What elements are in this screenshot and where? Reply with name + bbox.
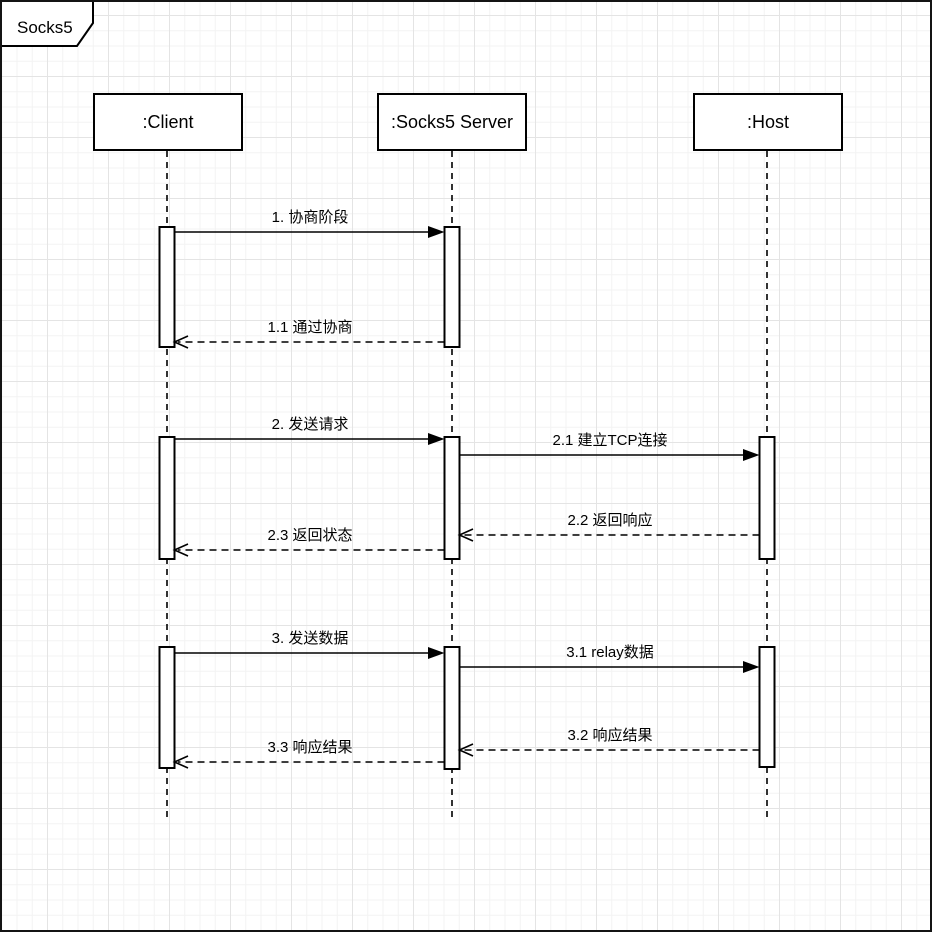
- message-label-2-2: 2.2 返回响应: [567, 512, 653, 529]
- message-label-3-2: 3.2 响应结果: [567, 727, 653, 744]
- message-arrow-2-3[interactable]: [172, 543, 445, 557]
- participant-socks5-server-label: :Socks5 Server: [390, 111, 514, 132]
- participant-client-label: :Client: [142, 111, 194, 132]
- message-arrow-1-1[interactable]: [172, 335, 445, 349]
- message-label-2: 2. 发送请求: [271, 416, 349, 433]
- arrowhead-open: [172, 543, 189, 557]
- message-arrow-3-1[interactable]: [459, 661, 760, 673]
- message-arrow-3-3[interactable]: [172, 755, 445, 769]
- arrowhead-filled: [428, 647, 445, 659]
- frame-label-shape: [2, 2, 94, 47]
- activation-bar-server-1[interactable]: [443, 226, 461, 348]
- message-label-3-1: 3.1 relay数据: [566, 644, 654, 661]
- frame-title: Socks5: [17, 18, 73, 37]
- participant-client[interactable]: :Client: [93, 93, 243, 151]
- arrowhead-filled: [428, 226, 445, 238]
- arrowhead-open: [457, 528, 474, 542]
- activation-bar-client-2[interactable]: [158, 436, 176, 560]
- activation-bar-client-1[interactable]: [158, 226, 176, 348]
- message-label-1-1: 1.1 通过协商: [267, 319, 353, 336]
- arrowhead-open: [457, 743, 474, 757]
- message-label-2-1: 2.1 建立TCP连接: [552, 432, 668, 449]
- arrowhead-filled: [743, 449, 760, 461]
- activation-bar-server-2[interactable]: [443, 436, 461, 560]
- activation-bar-host-2[interactable]: [758, 436, 776, 560]
- message-label-2-3: 2.3 返回状态: [267, 527, 353, 544]
- arrowhead-open: [172, 755, 189, 769]
- message-arrow-1[interactable]: [174, 226, 445, 238]
- arrowhead-open: [172, 335, 189, 349]
- activation-bar-client-3[interactable]: [158, 646, 176, 769]
- frame-label-tab: Socks5: [2, 2, 94, 47]
- message-arrow-2-1[interactable]: [459, 449, 760, 461]
- message-arrow-2[interactable]: [174, 433, 445, 445]
- activation-bar-host-3[interactable]: [758, 646, 776, 768]
- participant-socks5-server[interactable]: :Socks5 Server: [377, 93, 527, 151]
- message-label-1: 1. 协商阶段: [271, 209, 349, 226]
- message-arrow-3[interactable]: [174, 647, 445, 659]
- arrowhead-filled: [428, 433, 445, 445]
- activation-bar-server-3[interactable]: [443, 646, 461, 770]
- message-arrow-3-2[interactable]: [457, 743, 760, 757]
- participant-host[interactable]: :Host: [693, 93, 843, 151]
- participant-host-label: :Host: [746, 111, 789, 132]
- message-arrow-2-2[interactable]: [457, 528, 760, 542]
- message-label-3-3: 3.3 响应结果: [267, 739, 353, 756]
- message-label-3: 3. 发送数据: [271, 630, 349, 647]
- arrowhead-filled: [743, 661, 760, 673]
